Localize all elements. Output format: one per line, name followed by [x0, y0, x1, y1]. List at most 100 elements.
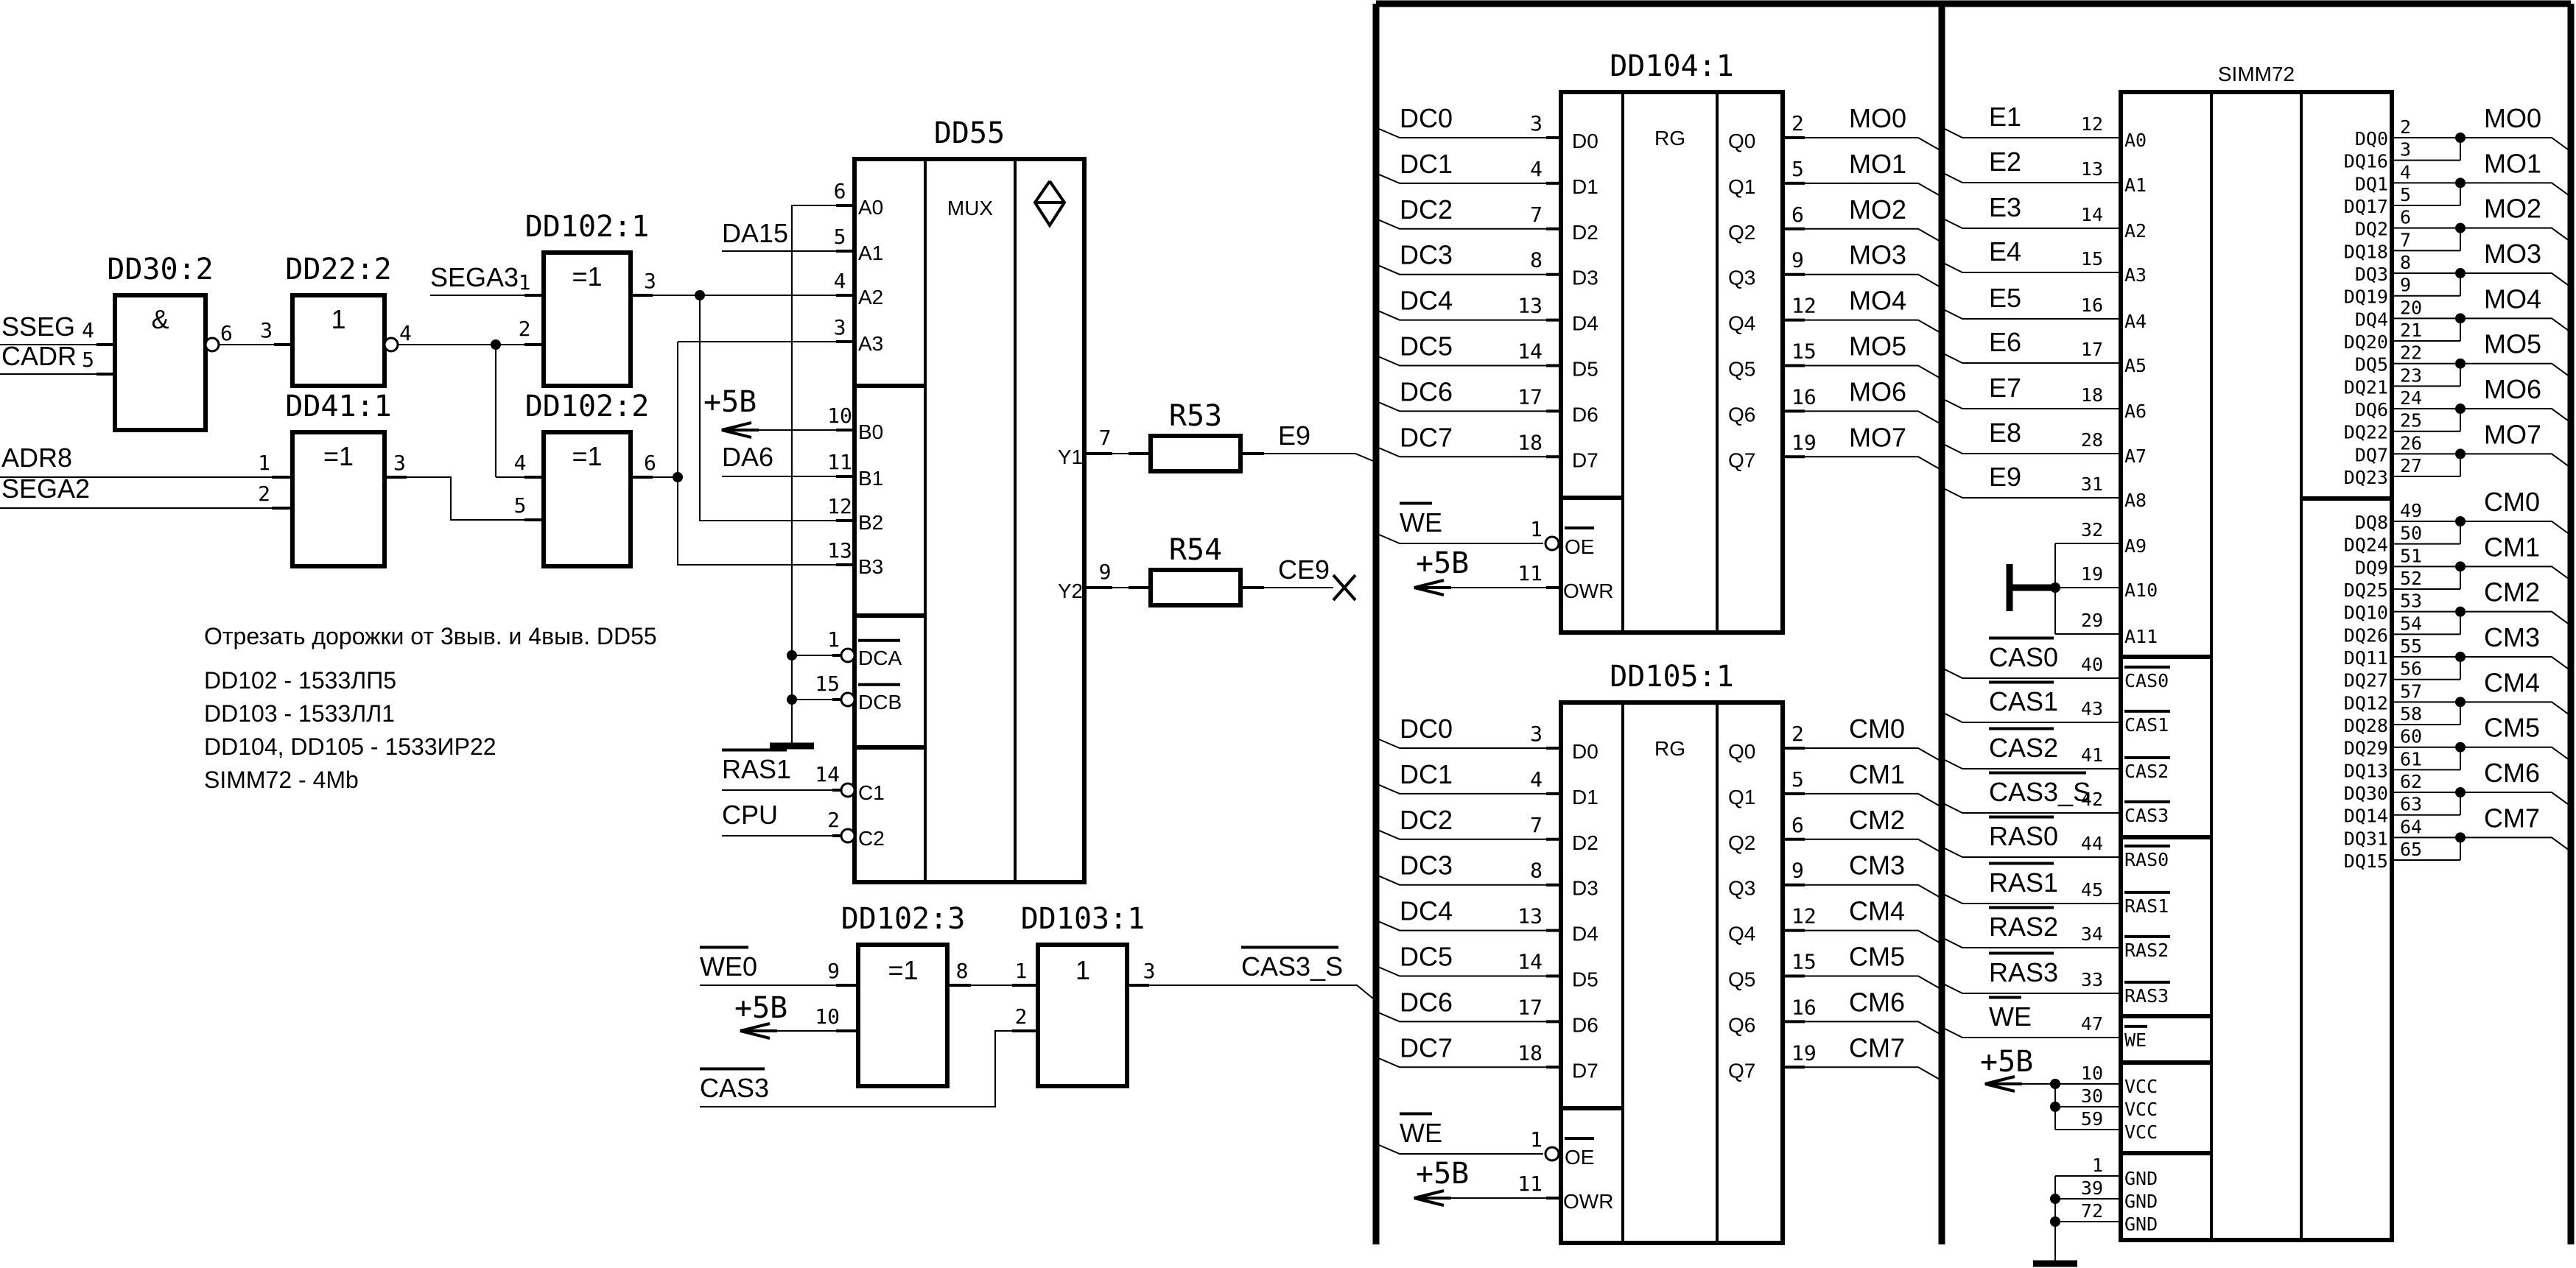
net-label-sseg: SSEG [1, 311, 75, 342]
mux-pin-a1: A1 [858, 242, 883, 264]
net-label-cm3: CM3 [1849, 850, 1905, 881]
inversion-bubble [840, 828, 856, 844]
register-pin-d5: D5 [1572, 358, 1598, 381]
net-label-mo1: MO1 [2484, 148, 2541, 178]
inversion-bubble [383, 337, 399, 353]
pin-number: 9 [2400, 275, 2411, 296]
register-pin-oe: OE [1565, 1146, 1594, 1169]
pin-number: 33 [2081, 969, 2103, 990]
wire-ras3 [1944, 984, 2121, 994]
simm-pin-cas1: CAS1 [2124, 714, 2169, 736]
wire-mo5 [2460, 362, 2569, 376]
pin-number: 7 [1099, 426, 1112, 450]
wire-cm5 [1805, 975, 1940, 989]
register-pin-oe: OE [1565, 535, 1594, 558]
pin-number: 20 [2400, 297, 2422, 318]
net-label-cm2: CM2 [2484, 577, 2540, 607]
wire-cm6 [1805, 1021, 1940, 1035]
net-label-dc4: DC4 [1400, 286, 1453, 316]
simm-pin-dq2: DQ2 [2355, 219, 2388, 240]
net-label-ce9: CE9 [1278, 554, 1330, 585]
simm-pin-cas2: CAS2 [2124, 761, 2169, 782]
pin-number: 11 [827, 450, 852, 474]
simm-pin-dq24: DQ24 [2344, 535, 2388, 556]
pin-number: 17 [1517, 384, 1543, 409]
wire-cas0 [1944, 669, 2121, 679]
pin-number: 19 [1791, 430, 1817, 454]
pin-number: 31 [2081, 473, 2103, 495]
net-label-e7: E7 [1989, 373, 2021, 403]
net-label-e6: E6 [1989, 327, 2021, 357]
pin-number: 1 [2092, 1155, 2103, 1176]
net-label-cm0: CM0 [1849, 714, 1905, 744]
pin-number: 6 [220, 321, 233, 345]
register-title: DD104:1 [1610, 49, 1734, 83]
junction-dot [2050, 1216, 2060, 1227]
simm-pin-we: WE [2124, 1029, 2147, 1051]
pin-number: 16 [1791, 384, 1817, 409]
pin-number: 2 [258, 482, 270, 506]
net-label-dc2: DC2 [1400, 805, 1453, 835]
simm-pin-a4: A4 [2124, 311, 2147, 332]
simm-title: SIMM72 [2218, 63, 2295, 85]
pin-number: 15 [2081, 248, 2103, 270]
wire-ras2 [1944, 938, 2121, 948]
wire-dc3 [1378, 264, 1546, 275]
wire-mo4 [2460, 317, 2569, 331]
wire-cm1 [2460, 566, 2569, 580]
wire-cas3_s [1944, 803, 2121, 814]
mux-dd55: DD55MUXA06A15A24A33DA15B010B111B212B313+… [703, 116, 1112, 884]
pin-number: 1 [258, 451, 270, 475]
simm-pin-a10: A10 [2124, 580, 2158, 601]
net-label-cm5: CM5 [1849, 942, 1905, 972]
gate-title: DD102:2 [525, 390, 650, 423]
pin-number: 3 [1530, 111, 1543, 135]
pin-number: 12 [2081, 113, 2103, 135]
pin-number: 11 [1517, 561, 1543, 585]
simm-pin-dq5: DQ5 [2355, 354, 2388, 376]
pin-number: 8 [1530, 859, 1543, 883]
mux-pin-y1: Y1 [1058, 445, 1083, 468]
gate-title: DD102:1 [525, 210, 650, 244]
net-label-ras0: RAS0 [1989, 821, 2058, 851]
junction-dot [2050, 1194, 2060, 1204]
pin-number: 65 [2400, 839, 2422, 860]
register-pin-d6: D6 [1572, 403, 1598, 426]
net-label-cas3-s: CAS3_S [1989, 777, 2091, 807]
register-pin-d3: D3 [1572, 877, 1598, 900]
simm-pin-dq7: DQ7 [2355, 444, 2388, 465]
pin-number: 47 [2081, 1013, 2103, 1035]
register-pin-q7: Q7 [1728, 1059, 1755, 1082]
simm-pin-dq10: DQ10 [2344, 602, 2388, 624]
wire-e7 [1944, 399, 2121, 409]
pin-number: 23 [2400, 364, 2422, 386]
gate-body [541, 430, 633, 568]
net-label-cm6: CM6 [1849, 987, 1905, 1017]
wire-mo7 [2460, 453, 2569, 467]
wire-cm2 [2460, 610, 2569, 624]
net-label-mo7: MO7 [1849, 422, 1906, 452]
gate-function: =1 [572, 441, 602, 471]
wire-dc5 [1378, 966, 1546, 977]
register-pin-q0: Q0 [1728, 740, 1755, 763]
simm-pin-dq8: DQ8 [2355, 512, 2388, 533]
simm-pin-dq12: DQ12 [2344, 692, 2388, 714]
pin-number: 9 [1791, 248, 1804, 272]
pin-number: 22 [2400, 342, 2422, 364]
simm72-module: SIMM72A012E1A113E2A214E3A315E4A416E5A517… [1980, 63, 2541, 1267]
pin-number: 1 [1015, 959, 1028, 983]
gate-function: =1 [888, 955, 918, 985]
net-label-mo5: MO5 [1849, 331, 1906, 362]
net-label-mo2: MO2 [2484, 194, 2541, 224]
gate-title: DD30:2 [107, 253, 214, 286]
wire-dc1 [1378, 173, 1546, 184]
resistor-ref: R53 [1169, 399, 1222, 433]
wire-e8 [1944, 444, 2121, 454]
simm-pin-dq1: DQ1 [2355, 173, 2388, 194]
mux-pin-b3: B3 [858, 555, 883, 578]
net-label-cm5: CM5 [2484, 713, 2540, 743]
pin-number: 55 [2400, 635, 2422, 657]
pin-number: 61 [2400, 748, 2422, 769]
